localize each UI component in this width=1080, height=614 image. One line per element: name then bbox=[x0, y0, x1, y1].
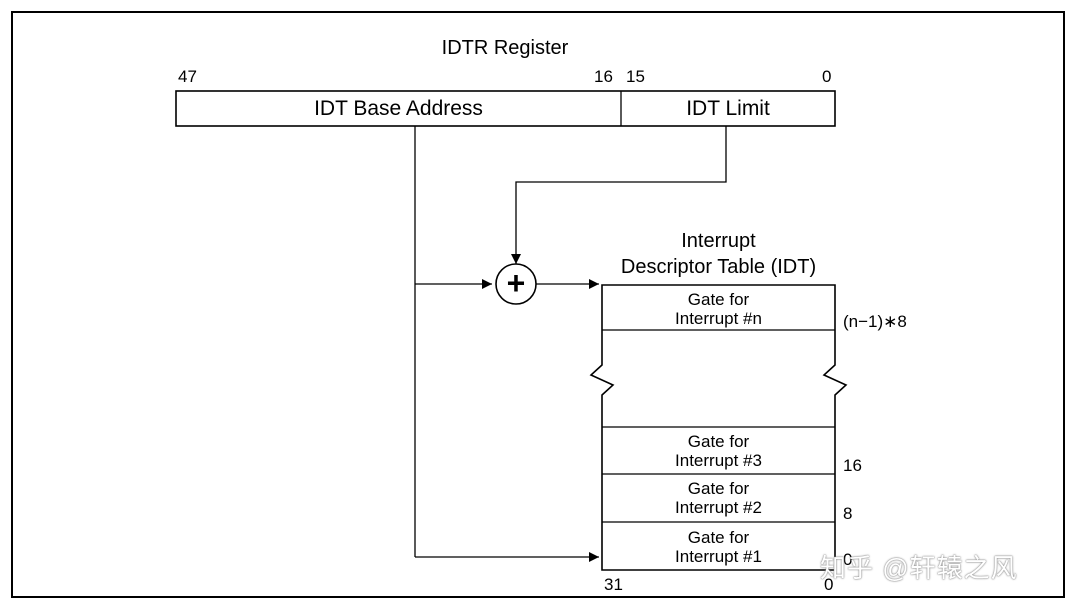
bit-label-0: 0 bbox=[822, 67, 832, 86]
idt-entry-2-line1: Gate for bbox=[687, 479, 750, 498]
bit-label-47: 47 bbox=[178, 67, 197, 86]
idt-title-line2: Descriptor Table (IDT) bbox=[620, 256, 817, 278]
idt-entry-2-line2: Interrupt #2 bbox=[675, 498, 762, 517]
idt-entry-1-line2: Interrupt #1 bbox=[675, 547, 762, 566]
figure-frame bbox=[11, 11, 1065, 598]
idt-entry-3-offset: 16 bbox=[843, 456, 862, 475]
limit-to-adder-line bbox=[511, 126, 727, 264]
idt-entry-1-line1: Gate for bbox=[687, 528, 750, 547]
watermark-text: 知乎 @轩辕之风 bbox=[820, 553, 1018, 583]
bit-label-16: 16 bbox=[594, 67, 613, 86]
adder-plus-icon: + bbox=[506, 265, 526, 301]
idt-entry-n-offset: (n−1)∗8 bbox=[843, 312, 907, 331]
idt-entry-n-line1: Gate for bbox=[687, 290, 750, 309]
idt-entry-2-offset: 8 bbox=[843, 504, 853, 523]
bit-label-15: 15 bbox=[626, 67, 645, 86]
idt-base-address-field: IDT Base Address bbox=[314, 97, 483, 120]
idt-entry-3-line1: Gate for bbox=[687, 432, 750, 451]
idtr-register-title: IDTR Register bbox=[441, 37, 569, 59]
idt-bit-label-0: 0 bbox=[824, 575, 834, 594]
idt-title-line1: Interrupt bbox=[681, 230, 756, 252]
idt-entry-n-line2: Interrupt #n bbox=[675, 309, 762, 328]
idt-bit-label-31: 31 bbox=[604, 575, 623, 594]
idt-entry-3-line2: Interrupt #3 bbox=[675, 451, 762, 470]
idtr-register-box bbox=[175, 90, 836, 127]
idt-entry-1-offset: 0 bbox=[843, 550, 853, 569]
idt-limit-field: IDT Limit bbox=[686, 97, 770, 120]
